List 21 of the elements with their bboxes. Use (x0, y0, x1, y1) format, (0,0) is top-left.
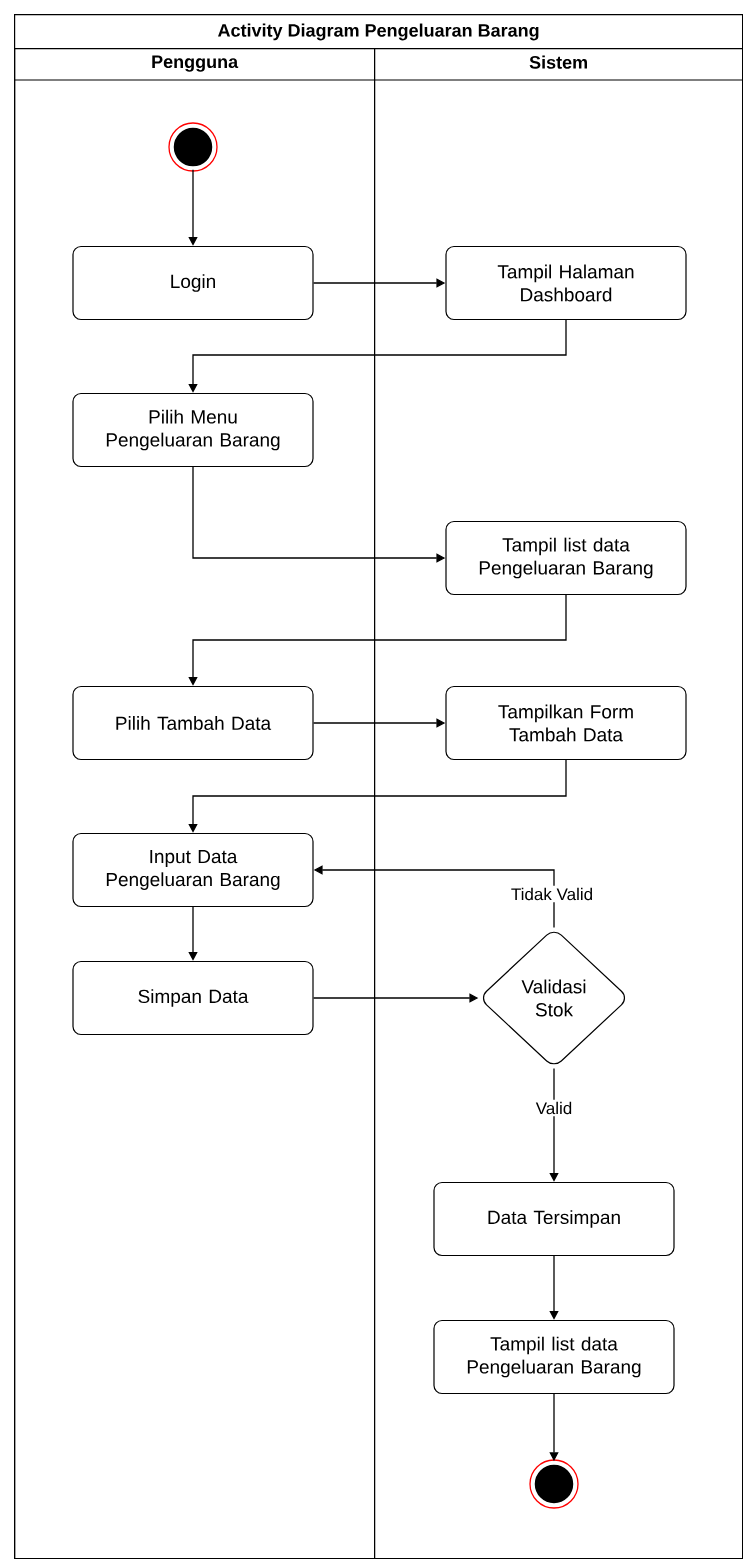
arrow (188, 594, 567, 686)
edge-label: Valid (533, 1099, 575, 1117)
start-node (168, 122, 218, 172)
activity-box: Login (72, 245, 314, 321)
arrow (188, 759, 567, 833)
activity-box: Tampil list data Pengeluaran Barang (445, 520, 687, 596)
arrow (188, 319, 567, 393)
activity-box: Tampil list data Pengeluaran Barang (433, 1319, 675, 1395)
activity-box: Data Tersimpan (433, 1181, 675, 1257)
arrow (188, 169, 198, 246)
activity-box: Pilih Menu Pengeluaran Barang (72, 392, 314, 468)
arrow (188, 906, 198, 961)
end-node (529, 1459, 579, 1509)
edge-label: Tidak Valid (508, 885, 596, 903)
arrow (549, 1255, 559, 1320)
activity-box: Input Data Pengeluaran Barang (72, 832, 314, 908)
activity-box: Tampilkan Form Tambah Data (445, 685, 687, 761)
activity-box: Tampil Halaman Dashboard (445, 245, 687, 321)
activity-box: Simpan Data (72, 960, 314, 1036)
activity-box: Pilih Tambah Data (72, 685, 314, 761)
arrow (549, 1067, 559, 1182)
